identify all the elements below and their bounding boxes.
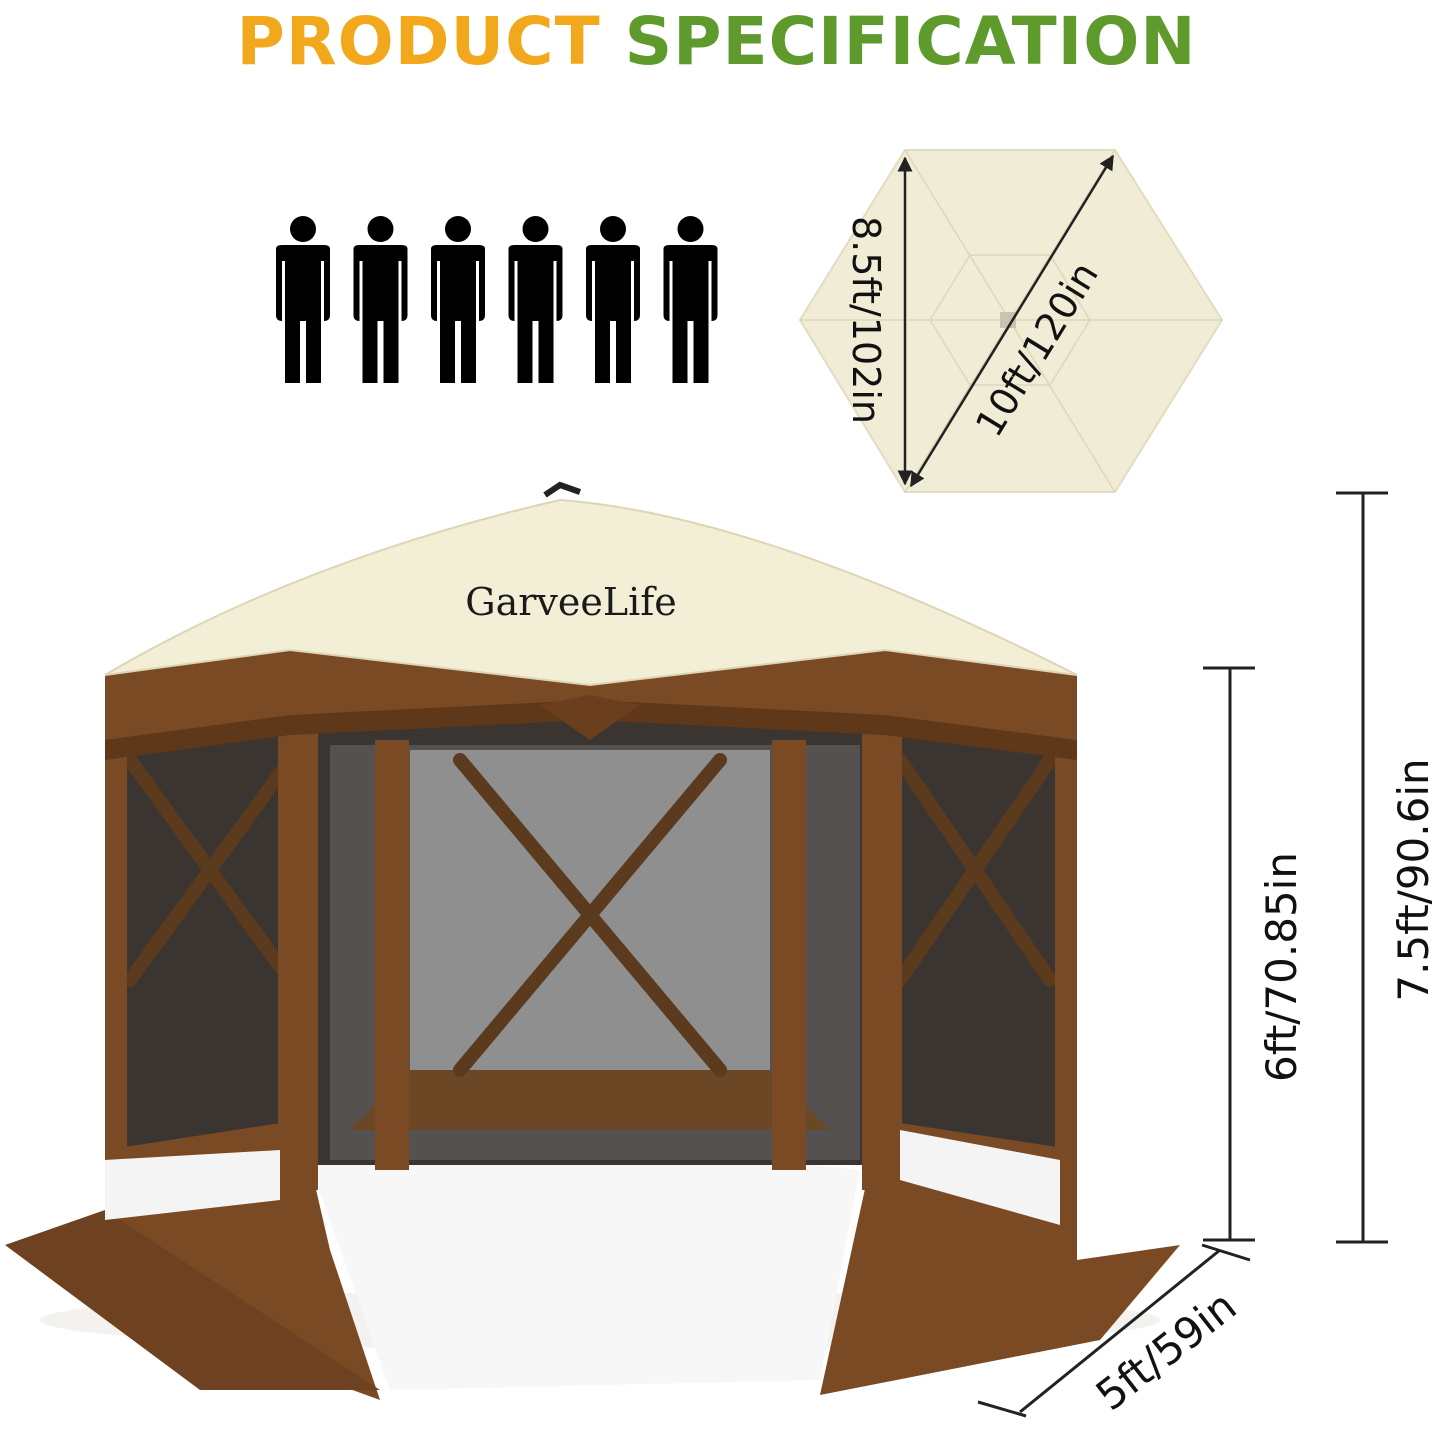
person-icon: [431, 216, 485, 383]
tent-illustration: GarveeLife: [5, 481, 1180, 1400]
capacity-people: [276, 216, 718, 383]
person-icon: [663, 216, 718, 383]
page-title: PRODUCT SPECIFICATION: [0, 6, 1433, 78]
total-height-label: 7.5ft/90.6in: [1389, 758, 1433, 1001]
title-word-product: PRODUCT: [236, 3, 601, 80]
top-view-diagonal-arrow: [909, 154, 1115, 488]
person-icon: [353, 216, 408, 383]
person-icon: [508, 216, 563, 383]
top-view-diagram: 8.5ft/102in 10ft/120in: [798, 149, 1224, 493]
panel-height-dimension: 6ft/70.85in: [1203, 666, 1306, 1242]
panel-height-label: 6ft/70.85in: [1257, 852, 1306, 1082]
tent-brand-label: GarveeLife: [465, 580, 677, 624]
top-view-width-label: 8.5ft/102in: [844, 216, 888, 424]
person-icon: [276, 216, 330, 383]
title-word-specification: SPECIFICATION: [624, 3, 1197, 80]
total-height-dimension: 7.5ft/90.6in: [1336, 491, 1433, 1244]
person-icon: [586, 216, 640, 383]
tent-roof: [104, 498, 1078, 687]
